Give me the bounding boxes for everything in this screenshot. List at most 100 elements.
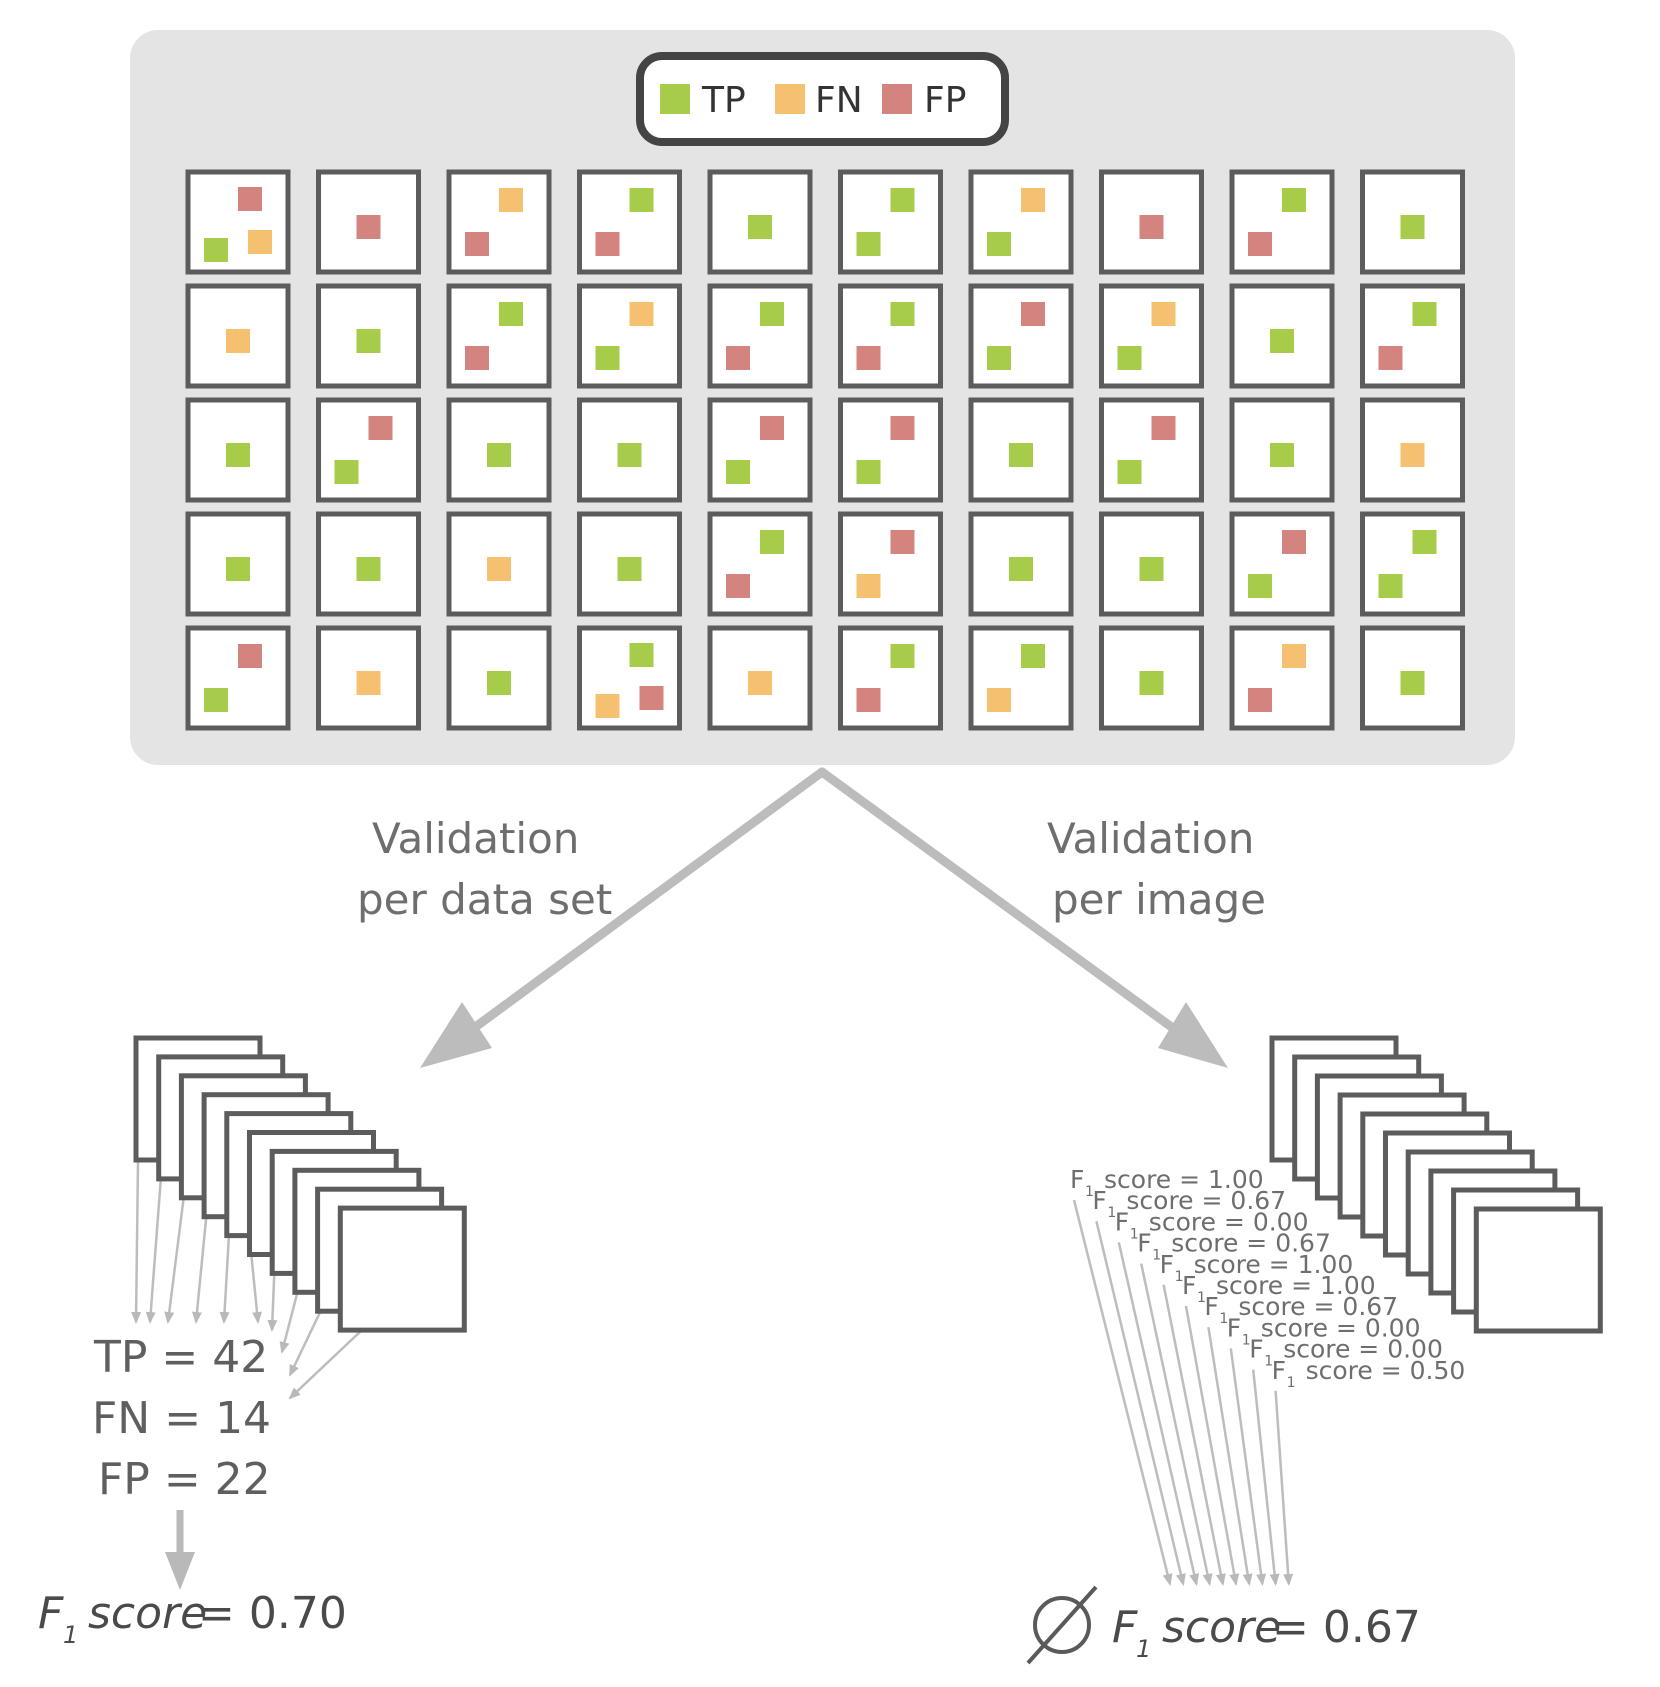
aggregation-arrow: [1274, 1390, 1294, 1586]
grid-image-frame: [446, 283, 552, 389]
aggregation-arrow: [164, 1199, 185, 1324]
grid-image-frame: [1229, 625, 1335, 731]
left-branch-label-line2: per data set: [357, 875, 612, 924]
fn-total: FN = 14: [92, 1393, 271, 1444]
grid-image-frame: [707, 511, 813, 617]
per-image-f-letter: F: [1070, 1165, 1084, 1194]
grid-image-frame: [1229, 511, 1335, 617]
marker-fp: [726, 574, 750, 598]
grid-image-frame: [838, 283, 943, 389]
marker-tp: [856, 232, 881, 256]
grid-image-frame: [1099, 625, 1204, 731]
grid-image: [968, 169, 1074, 275]
grid-image: [1360, 169, 1465, 275]
grid-image: [1229, 397, 1335, 503]
marker-fp: [890, 416, 915, 440]
grid-image: [316, 397, 421, 503]
grid-image-frame: [968, 625, 1074, 731]
marker-tp: [204, 238, 228, 262]
per-image-score-text: score = 0.00: [1149, 1207, 1309, 1236]
marker-fp: [1021, 302, 1045, 326]
marker-fp: [238, 187, 262, 211]
marker-fp: [1151, 416, 1176, 440]
grid-image: [1099, 511, 1204, 617]
grid-image: [1229, 511, 1335, 617]
grid-image-frame: [1229, 169, 1335, 275]
grid-image: [185, 169, 291, 275]
grid-image: [577, 169, 682, 275]
grid-image: [1099, 625, 1204, 731]
marker-tp: [1009, 443, 1033, 467]
marker-tp: [760, 302, 784, 326]
grid-image-frame: [316, 283, 421, 389]
per-image-f-subscript: 1: [1197, 1290, 1206, 1306]
left-f1-value: = 0.70: [198, 1588, 347, 1639]
per-image-f-letter: F: [1092, 1186, 1106, 1215]
marker-fp: [1139, 215, 1164, 239]
grid-image: [185, 511, 291, 617]
grid-image: [707, 169, 813, 275]
grid-image: [707, 283, 813, 389]
marker-tp: [629, 188, 654, 212]
tp-total: TP = 42: [93, 1332, 268, 1383]
grid-image: [838, 283, 943, 389]
marker-tp: [1117, 346, 1142, 370]
grid-image: [1229, 169, 1335, 275]
grid-image-frame: [838, 169, 943, 275]
legend-tp-label: TP: [701, 80, 746, 121]
per-image-score-text: score = 1.00: [1216, 1271, 1376, 1300]
grid-image: [446, 625, 552, 731]
marker-tp: [334, 460, 359, 484]
right-image-stack: [1269, 1035, 1603, 1334]
marker-fn: [595, 694, 620, 718]
grid-image-frame: [1099, 397, 1204, 503]
left-f1-word: score: [88, 1588, 207, 1639]
marker-tp: [1270, 443, 1294, 467]
marker-fp: [1248, 232, 1272, 256]
marker-fn: [1151, 302, 1176, 326]
marker-tp: [890, 644, 915, 668]
marker-tp: [1270, 329, 1294, 353]
average-symbol-icon: [1026, 1585, 1098, 1665]
grid-image-frame: [968, 169, 1074, 275]
marker-tp: [226, 557, 250, 581]
grid-image: [446, 283, 552, 389]
right-f1-word: score: [1162, 1602, 1281, 1653]
marker-tp: [629, 643, 654, 667]
marker-tp: [890, 302, 915, 326]
left-f1-score: F 1 score = 0.70: [38, 1588, 347, 1649]
right-f1-letter: F: [1112, 1602, 1138, 1653]
legend-box: [636, 52, 1009, 146]
left-branch-arrow: [450, 767, 827, 1047]
legend-fn-swatch: [775, 84, 805, 114]
marker-tp: [1412, 530, 1437, 554]
marker-tp: [726, 460, 750, 484]
per-image-score-text: score = 0.50: [1306, 1356, 1466, 1385]
aggregation-arrow: [250, 1256, 262, 1324]
marker-tp: [499, 302, 523, 326]
grid-image: [446, 511, 552, 617]
marker-fn: [356, 671, 381, 695]
marker-tp: [487, 443, 511, 467]
grid-image: [838, 397, 943, 503]
grid-image: [1099, 397, 1204, 503]
marker-fp: [856, 688, 881, 712]
grid-image-frame: [838, 625, 943, 731]
aggregation-arrow: [191, 1218, 208, 1324]
grid-image-frame: [707, 283, 813, 389]
branch-arrows: [420, 767, 1228, 1068]
left-result-arrowhead: [165, 1552, 195, 1590]
marker-fp: [726, 346, 750, 370]
marker-fp: [1378, 346, 1403, 370]
grid-image: [968, 625, 1074, 731]
aggregation-arrow: [1117, 1242, 1200, 1586]
grid-image: [1229, 283, 1335, 389]
per-image-score-text: score = 0.67: [1126, 1186, 1286, 1215]
